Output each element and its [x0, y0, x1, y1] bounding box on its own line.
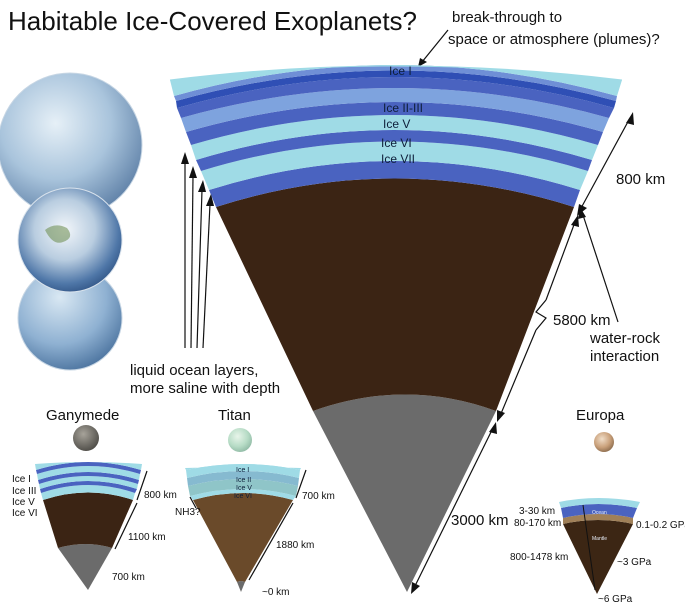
- ocean-note-line2: more saline with depth: [130, 380, 280, 397]
- main-label-ice-vi: Ice VI: [381, 136, 412, 150]
- core-dimension: [411, 422, 497, 594]
- main-layer-ice-vi: [191, 115, 598, 160]
- europa-title: Europa: [576, 407, 625, 424]
- water-rock-arrowhead: [578, 207, 586, 219]
- core-thickness-label: 3000 km: [451, 512, 509, 529]
- main-layer-ice-ii-iii-top: [176, 70, 616, 108]
- europa-cone: [559, 498, 640, 594]
- ganymede-label-ice-i: Ice I: [12, 474, 31, 485]
- main-label-ice-vii: Ice VII: [381, 152, 415, 166]
- plumes-note-line2: space or atmosphere (plumes)?: [448, 31, 660, 48]
- europa-pressure-ocean-floor: 0.1-0.2 GPa: [636, 520, 685, 531]
- titan-mantle-dim-line: [248, 502, 294, 581]
- plumes-arrow: [421, 29, 449, 63]
- europa-pressure-center: ~6 GPa: [598, 594, 633, 604]
- main-label-ice-v: Ice V: [383, 117, 410, 131]
- titan-shell-thickness: 700 km: [302, 491, 335, 502]
- ganymede-title: Ganymede: [46, 407, 119, 424]
- titan-shell-dim-line: [295, 469, 307, 499]
- water-rock-note-line2: interaction: [590, 348, 659, 365]
- ganymede-core-thickness: 700 km: [112, 572, 145, 583]
- plumes-arrowhead: [418, 58, 427, 67]
- main-layer-ice-vii: [209, 161, 580, 207]
- main-core: [313, 394, 496, 592]
- ganymede-label-ice-v: Ice V: [12, 497, 35, 508]
- main-label-ice-i: Ice I: [389, 64, 412, 78]
- ocean-arrows: [181, 152, 214, 349]
- mantle-dimension: [497, 215, 579, 422]
- ganymede-mantle-dim-line: [114, 502, 138, 550]
- titan-nh3-arrow: [189, 496, 197, 509]
- titan-title: Titan: [218, 407, 251, 424]
- europa-ocean-thickness: 80-170 km: [514, 518, 561, 529]
- main-surface-line: [169, 65, 623, 81]
- ganymede-shell-thickness: 800 km: [144, 490, 177, 501]
- main-rock-mantle: [216, 178, 574, 411]
- ganymede-shell-dim-line: [136, 470, 148, 501]
- ocean-note-line1: liquid ocean layers,: [130, 362, 258, 379]
- main-layer-ice-v-sep: [186, 102, 603, 145]
- continent-shape: [45, 225, 71, 243]
- mantle-thickness-label: 5800 km: [553, 312, 611, 329]
- titan-label-ice-v: Ice V: [236, 485, 252, 492]
- europa-ocean-label: Ocean: [592, 510, 607, 516]
- titan-label-ice-ii: Ice II: [236, 477, 251, 484]
- main-layer-ice-v: [181, 88, 609, 132]
- main-layer-ice-ii-iii: [177, 77, 614, 118]
- titan-label-ice-vi: Ice VI: [234, 493, 252, 500]
- ganymede-label-ice-iii: Ice III: [12, 486, 36, 497]
- main-layer-thin-ocean: [174, 65, 617, 101]
- ganymede-label-ice-vi: Ice VI: [12, 508, 38, 519]
- ice-shell-thickness-label: 800 km: [616, 171, 665, 188]
- ganymede-image: [73, 425, 99, 451]
- titan-nh3-label: NH3?: [175, 507, 201, 518]
- europa-mantle-label: Mantle: [592, 536, 607, 542]
- titan-label-ice-i: Ice I: [236, 467, 249, 474]
- titan-image: [228, 428, 252, 452]
- water-rock-arrow: [582, 214, 619, 323]
- ganymede-cone: [35, 462, 142, 590]
- main-cone: [169, 65, 623, 592]
- europa-image: [594, 432, 614, 452]
- main-layer-ice-vi-sep: [196, 130, 592, 171]
- plumes-note-line1: break-through to: [452, 9, 562, 26]
- page-title: Habitable Ice-Covered Exoplanets?: [8, 6, 417, 36]
- titan-cone: [185, 464, 301, 592]
- europa-pressure-mantle: ~3 GPa: [617, 557, 652, 568]
- titan-core-thickness: ~0 km: [262, 587, 290, 598]
- titan-mantle-thickness: 1880 km: [276, 540, 314, 551]
- main-label-ice-ii-iii: Ice II-III: [383, 101, 423, 115]
- europa-ice-thickness: 3-30 km: [519, 506, 555, 517]
- main-layer-ice-vii-band: [201, 141, 588, 190]
- main-layer-ice-i: [170, 65, 622, 96]
- earth-like-planet-image: [17, 187, 123, 293]
- europa-mantle-thickness: 800-1478 km: [510, 552, 568, 563]
- ganymede-mantle-thickness: 1100 km: [128, 532, 166, 543]
- water-rock-note-line1: water-rock: [589, 330, 661, 347]
